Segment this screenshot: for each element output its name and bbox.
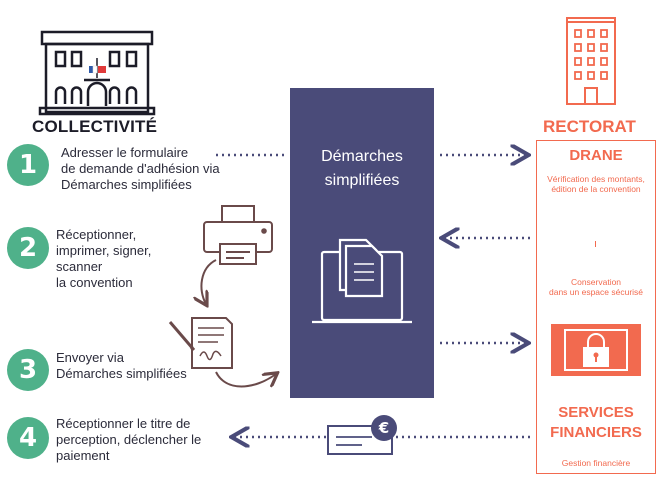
drane-note-verification: Vérification des montants, édition de la… (547, 174, 645, 194)
town-hall-icon (38, 30, 156, 116)
step-3-badge: 3 (7, 349, 49, 391)
step-2-text: Réceptionner, imprimer, signer, scanner … (56, 227, 152, 290)
step-4-badge: 4 (7, 417, 49, 459)
signed-document-icon (168, 317, 233, 369)
step-3-text: Envoyer via Démarches simplifiées (56, 350, 187, 381)
lock-icon (564, 329, 628, 371)
divider-tick (595, 241, 596, 247)
step-1-badge: 1 (7, 144, 49, 186)
office-building-icon (566, 17, 616, 105)
svg-text:€: € (378, 419, 389, 437)
rectorat-label: RECTORAT (543, 117, 636, 136)
cheque-euro-icon: € (327, 415, 397, 455)
step-4-text: Réceptionner le titre de perception, déc… (56, 416, 202, 463)
rectorat-panel (536, 140, 656, 474)
drane-note-conservation: Conservation dans un espace sécurisé (548, 277, 644, 297)
services-financiers-title: SERVICES FINANCIERS (550, 404, 642, 441)
step-2-badge: 2 (7, 227, 49, 269)
step-1-text: Adresser le formulaire de demande d'adhé… (61, 145, 220, 192)
services-note: Gestion financière (561, 458, 631, 468)
laptop-documents-icon (312, 238, 412, 324)
flow-arrows (216, 155, 530, 437)
flag-icon (89, 58, 106, 78)
center-title: Démarches simplifiées (321, 148, 403, 189)
drane-title: DRANE (569, 147, 623, 164)
printer-icon (203, 205, 273, 265)
collectivite-label: COLLECTIVITÉ (32, 117, 158, 136)
print-to-sign-arrow (201, 259, 217, 304)
send-arrow (215, 372, 276, 387)
